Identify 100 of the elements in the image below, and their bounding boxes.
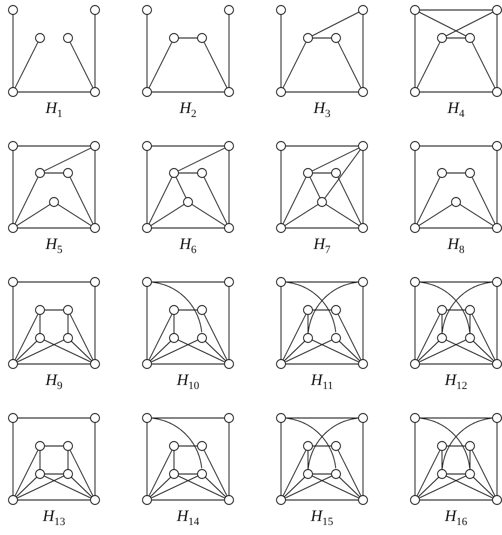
graph-edge <box>12 150 14 224</box>
graph-edge <box>286 418 336 469</box>
graph-edge <box>70 340 92 362</box>
vertex-circle <box>410 359 420 369</box>
vertex-circle <box>169 168 179 178</box>
vertex-circle <box>169 469 179 479</box>
vertex-circle <box>35 33 45 43</box>
graph-edge <box>204 42 228 88</box>
graph-edge <box>94 286 96 360</box>
graph-edge <box>16 476 38 498</box>
vertex-circle <box>465 33 475 43</box>
graph-edge <box>338 176 362 224</box>
graph-edge <box>446 475 494 499</box>
vertex-circle <box>465 441 475 451</box>
vertex-circle <box>358 359 368 369</box>
graph-edge <box>284 204 319 226</box>
graph-edge <box>57 204 92 226</box>
vertex-circle <box>410 87 420 97</box>
graph-edge <box>70 42 94 88</box>
vertex-circle <box>8 359 18 369</box>
graph-edge <box>228 14 230 88</box>
vertex-circle <box>410 495 420 505</box>
vertex-circle <box>358 495 368 505</box>
vertex-circle <box>63 469 73 479</box>
vertex-circle <box>437 469 447 479</box>
vertex-circle <box>142 495 152 505</box>
graph-edge <box>150 476 172 498</box>
vertex-circle <box>451 197 461 207</box>
vertex-circle <box>303 33 313 43</box>
vertex-circle <box>410 223 420 233</box>
vertex-circle <box>142 359 152 369</box>
graph-label: H$_{12}$ <box>444 373 468 392</box>
graph-edge <box>280 422 282 496</box>
vertex-circle <box>90 359 100 369</box>
graph-edge <box>284 475 332 499</box>
vertex-circle <box>437 441 447 451</box>
vertex-circle <box>224 413 234 423</box>
graph-edge <box>152 418 202 469</box>
vertex-circle <box>224 277 234 287</box>
vertex-circle <box>465 305 475 315</box>
graph-edge <box>416 42 440 88</box>
vertex-circle <box>276 495 286 505</box>
graph-edge <box>150 204 185 226</box>
graph-edge <box>16 339 64 363</box>
vertex-circle <box>90 5 100 15</box>
graph-edge <box>362 150 364 224</box>
vertex-circle <box>317 197 327 207</box>
graph-edge <box>442 282 492 333</box>
graph-edge <box>146 150 148 224</box>
graph-edge <box>414 150 416 224</box>
graph-edge <box>420 282 470 333</box>
graph-edge <box>204 340 226 362</box>
graph-edge <box>12 422 14 496</box>
graph-edge <box>282 450 306 496</box>
graph-edge <box>312 148 360 172</box>
vertex-circle <box>90 495 100 505</box>
vertex-circle <box>90 87 100 97</box>
vertex-circle <box>8 223 18 233</box>
graph-label: H$_{6}$ <box>179 237 197 256</box>
vertex-circle <box>331 333 341 343</box>
vertex-circle <box>437 333 447 343</box>
graph-edge <box>308 418 358 469</box>
graph-label: H$_{3}$ <box>313 101 331 120</box>
graph-label: H$_{14}$ <box>176 509 200 528</box>
graph-edge <box>94 14 96 88</box>
vertex-circle <box>90 413 100 423</box>
graph-edge <box>284 340 306 362</box>
vertex-circle <box>465 333 475 343</box>
graph-edge <box>308 282 358 333</box>
graph-edge <box>150 340 172 362</box>
vertex-circle <box>8 87 18 97</box>
vertex-circle <box>224 141 234 151</box>
vertex-circle <box>276 413 286 423</box>
vertex-circle <box>358 141 368 151</box>
graph-label: H$_{8}$ <box>447 237 465 256</box>
vertex-circle <box>90 277 100 287</box>
vertex-circle <box>183 197 193 207</box>
vertex-circle <box>492 413 502 423</box>
vertex-circle <box>492 87 502 97</box>
graph-label: H$_{9}$ <box>45 373 63 392</box>
vertex-circle <box>169 33 179 43</box>
vertex-circle <box>276 141 286 151</box>
graph-edge <box>178 339 226 363</box>
graph-edge <box>446 172 466 174</box>
graph-edge <box>282 42 306 88</box>
vertex-circle <box>8 141 18 151</box>
graph-edge <box>312 172 332 174</box>
graph-edge <box>325 204 360 226</box>
graph-edge <box>312 475 360 499</box>
graph-edge <box>472 450 496 496</box>
vertex-circle <box>224 5 234 15</box>
vertex-circle <box>358 413 368 423</box>
graph-edge <box>191 204 226 226</box>
vertex-circle <box>8 413 18 423</box>
graph-edge <box>152 282 202 333</box>
graph-edge <box>228 286 230 360</box>
graph-edge <box>420 418 470 469</box>
graph-edge <box>178 172 198 174</box>
vertex-circle <box>224 495 234 505</box>
vertex-circle <box>492 141 502 151</box>
